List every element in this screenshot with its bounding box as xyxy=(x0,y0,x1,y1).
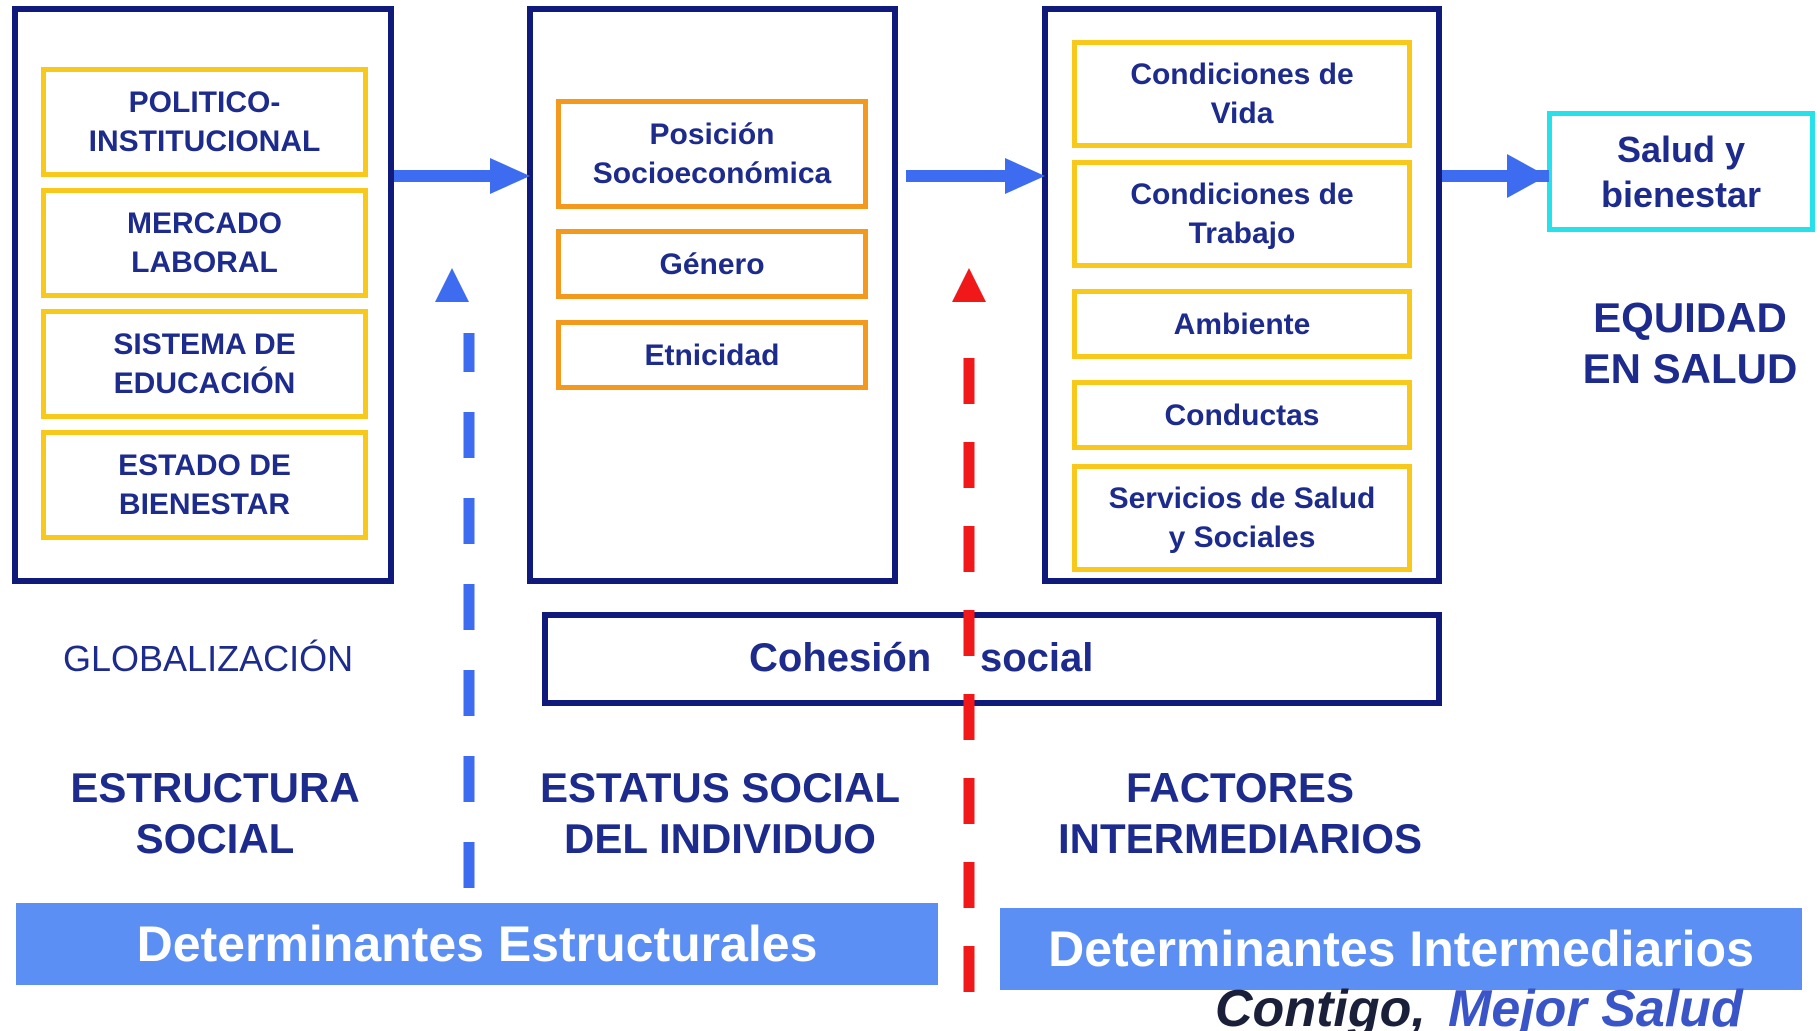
item-servicios-salud: Servicios de Salud y Sociales xyxy=(1072,464,1412,572)
item-conductas: Conductas xyxy=(1072,380,1412,450)
cohesion-word-2: social xyxy=(980,636,1094,680)
arrow-red-dashed-up xyxy=(952,268,986,992)
banner-determinantes-estructurales: Determinantes Estructurales xyxy=(16,903,938,985)
arrow-estatus-to-factores xyxy=(906,158,1045,194)
item-etnicidad: Etnicidad xyxy=(556,320,868,390)
item-sistema-educacion: SISTEMA DE EDUCACIÓN xyxy=(41,309,368,419)
estructura-social-label: ESTRUCTURA SOCIAL xyxy=(70,764,360,862)
item-estado-bienestar: ESTADO DE BIENESTAR xyxy=(41,430,368,540)
banner-determinantes-intermediarios: Determinantes Intermediarios xyxy=(1000,908,1802,990)
item-genero: Género xyxy=(556,229,868,299)
item-politico-institucional: POLITICO- INSTITUCIONAL xyxy=(41,67,368,177)
cohesion-word-1: Cohesión xyxy=(749,636,932,680)
arrow-estructura-to-estatus xyxy=(394,158,530,194)
salud-bienestar-box: Salud y bienestar xyxy=(1547,111,1815,232)
estatus-social-label: ESTATUS SOCIAL DEL INDIVIDUO xyxy=(539,764,901,862)
globalizacion-label: GLOBALIZACIÓN xyxy=(63,638,354,679)
equidad-en-salud-label: EQUIDAD EN SALUD xyxy=(1582,294,1798,392)
cohesion-social-box xyxy=(542,612,1442,706)
brand-part-1: Contigo, xyxy=(1215,980,1426,1031)
item-posicion-socioeconomica: Posición Socioeconómica xyxy=(556,99,868,209)
item-condiciones-trabajo: Condiciones de Trabajo xyxy=(1072,160,1412,268)
factores-intermediarios-label: FACTORES INTERMEDIARIOS xyxy=(1057,764,1422,862)
item-mercado-laboral: MERCADO LABORAL xyxy=(41,188,368,298)
brand-part-2: Mejor Salud xyxy=(1448,980,1744,1031)
arrow-factores-to-salud xyxy=(1442,154,1549,198)
item-ambiente: Ambiente xyxy=(1072,289,1412,359)
arrow-blue-dashed-up xyxy=(435,268,475,888)
item-condiciones-vida: Condiciones de Vida xyxy=(1072,40,1412,148)
